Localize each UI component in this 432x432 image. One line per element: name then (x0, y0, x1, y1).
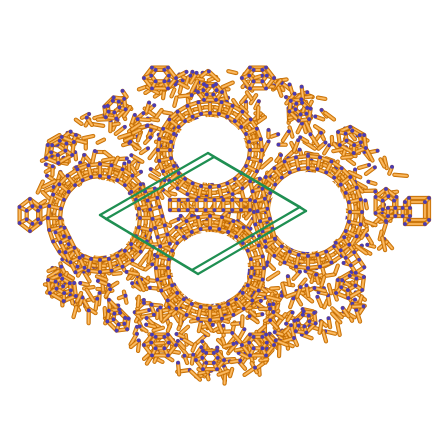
unit-cell-outline (98, 151, 308, 276)
unit-cell-edge (212, 155, 308, 213)
cage-1 (239, 65, 277, 91)
side-cage (402, 195, 432, 227)
ladder-2 (248, 176, 277, 244)
ladder-1 (143, 186, 172, 249)
unit-cell-edge (196, 209, 308, 276)
ladder-4 (53, 225, 87, 275)
cage-11 (193, 348, 227, 372)
pore-opening-2 (270, 172, 346, 252)
cage-13 (287, 97, 313, 123)
unit-cell-edge (206, 151, 216, 159)
cage-15 (292, 309, 318, 335)
pore-bottom (153, 213, 267, 323)
ladder-5 (333, 235, 367, 275)
pore-opening-0 (174, 117, 246, 183)
unit-cell-edge (190, 205, 302, 272)
cage-8 (334, 269, 366, 301)
unit-cell-edge (190, 268, 200, 276)
unit-cell-edge (104, 155, 216, 221)
framework-lattice (17, 65, 432, 386)
side-cage-link (385, 205, 413, 219)
cage-10 (239, 332, 277, 358)
cage-12 (102, 95, 128, 121)
unit-cell-edge (298, 205, 308, 213)
ladder-3 (167, 197, 253, 213)
pore-right (251, 153, 365, 271)
unit-cell-edge (98, 213, 108, 221)
cage-9 (141, 332, 179, 358)
cage-6 (336, 124, 368, 156)
cage-0 (141, 65, 179, 91)
cage-3 (44, 134, 76, 166)
cage-5 (46, 272, 78, 304)
cage-14 (105, 307, 131, 333)
cage-4 (17, 196, 43, 234)
pore-opening-1 (64, 180, 136, 256)
unit-cell-edge (104, 217, 200, 276)
unit-cell-edge (98, 151, 210, 217)
cage-2 (195, 82, 225, 102)
